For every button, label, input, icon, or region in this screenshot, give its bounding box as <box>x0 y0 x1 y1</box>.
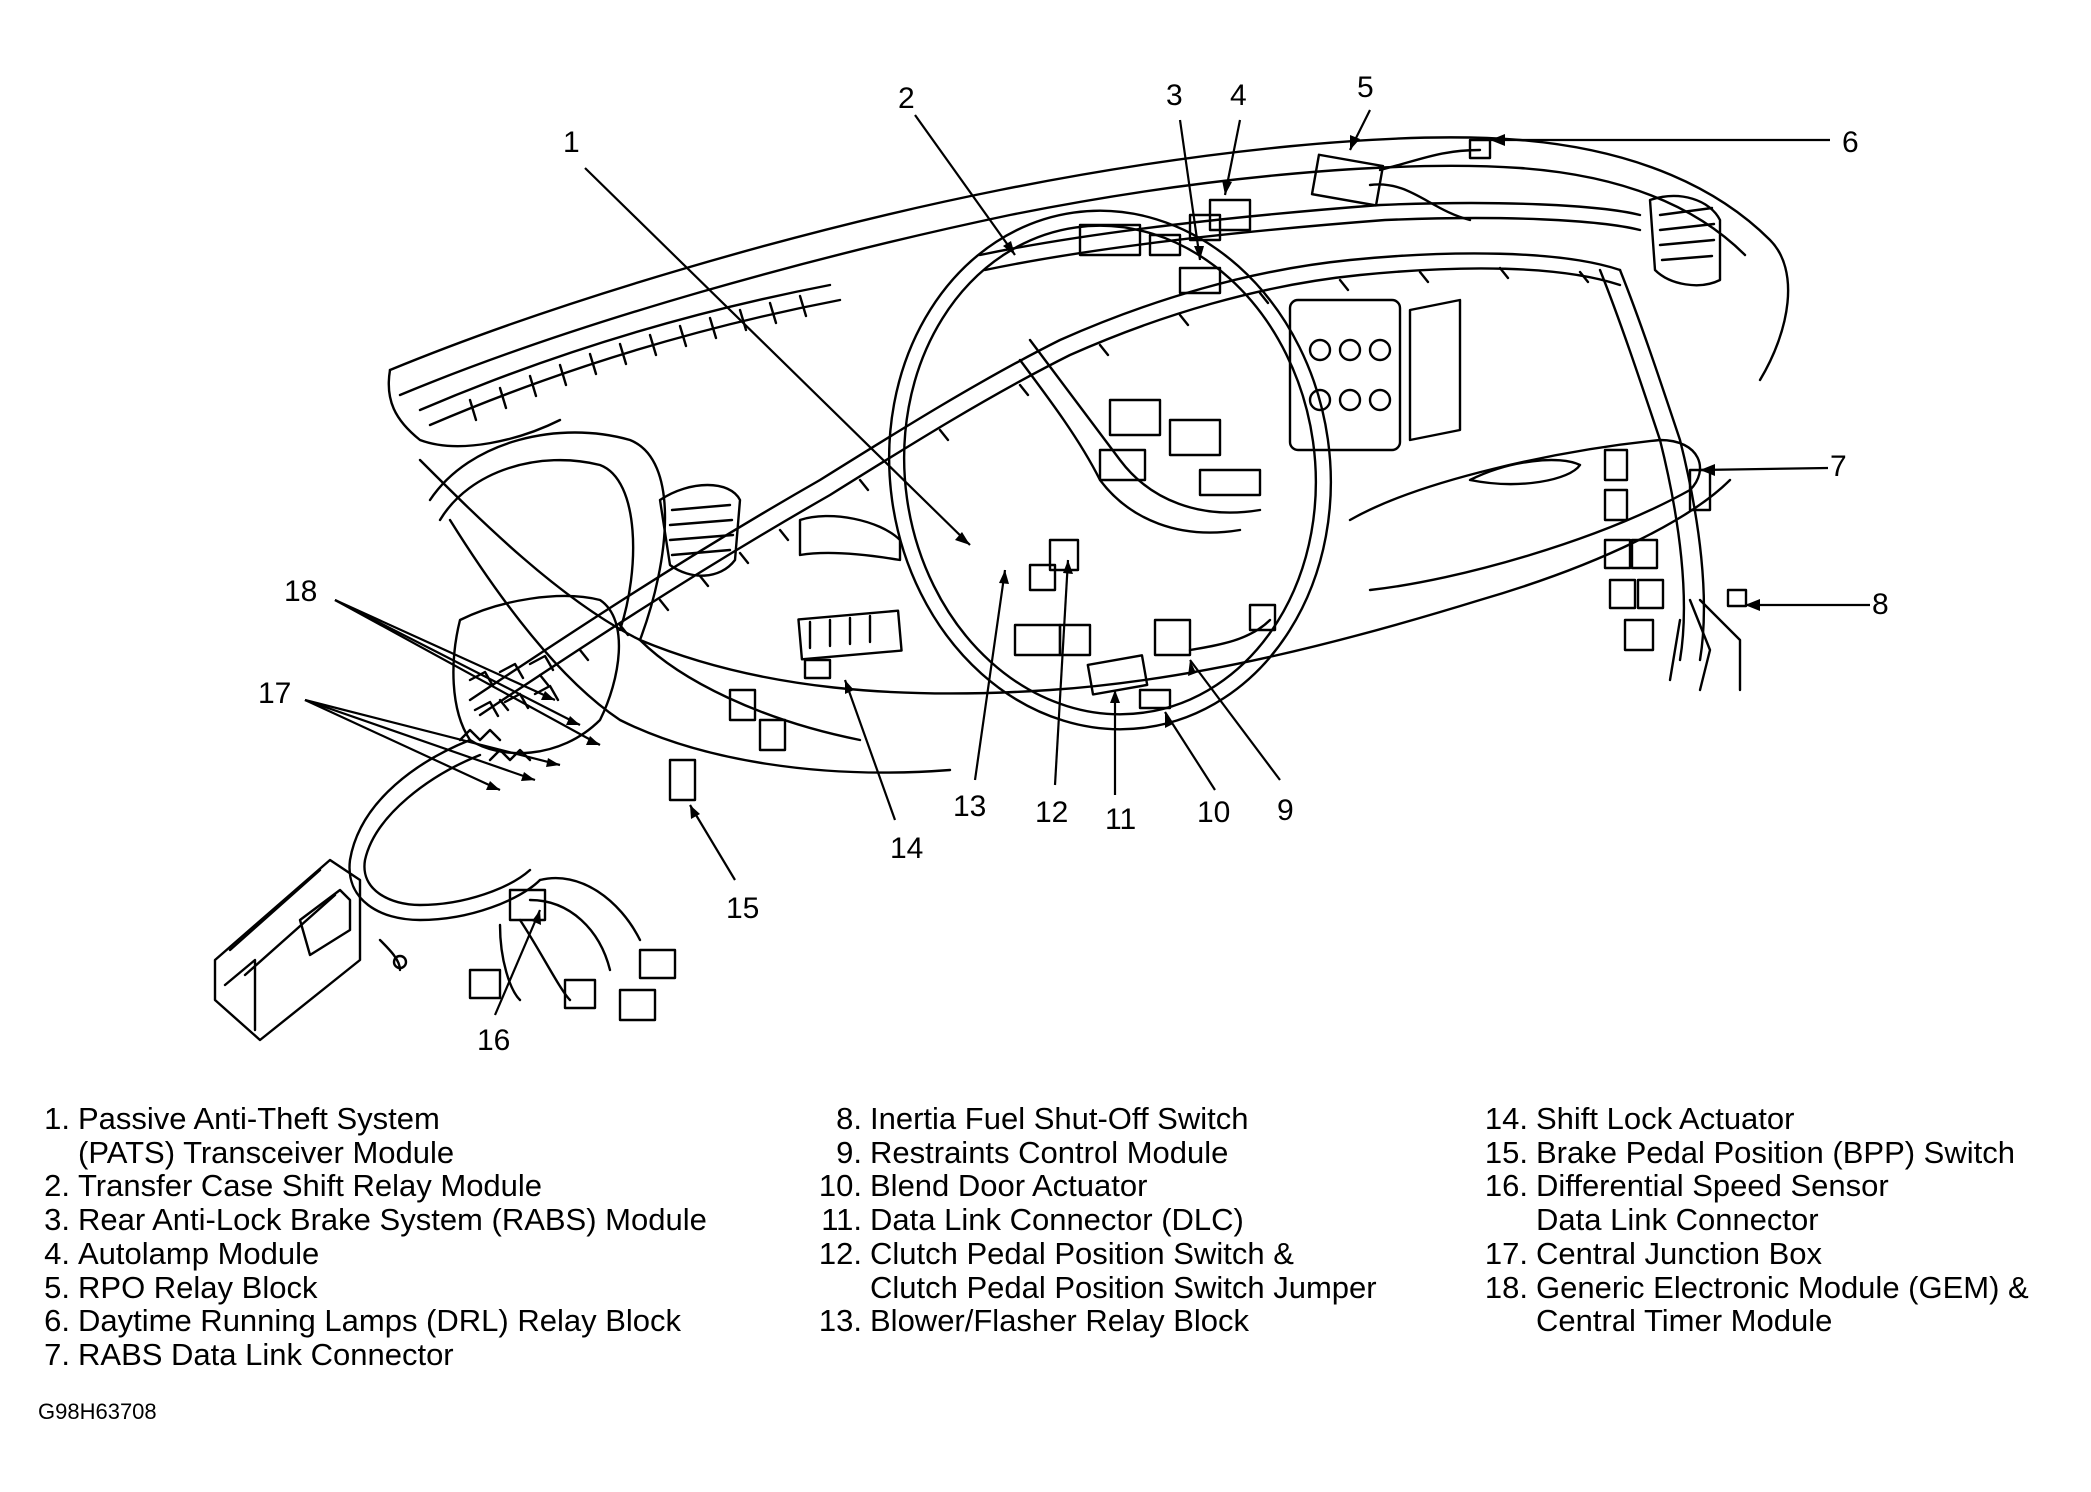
callout-1: 1 <box>563 126 580 159</box>
callout-16: 16 <box>477 1024 510 1057</box>
bpp-switch <box>668 758 697 802</box>
legend-item-1: 1. Passive Anti-Theft System (PATS) Tran… <box>44 1101 455 1170</box>
callout-5: 5 <box>1357 71 1374 104</box>
callout-8: 8 <box>1872 588 1889 621</box>
leader-18c <box>334 599 601 746</box>
legend-item-7: 7. RABS Data Link Connector <box>44 1336 454 1372</box>
callout-13: 13 <box>953 790 986 823</box>
legend-item-18: 18. Generic Electronic Module (GEM) & Ce… <box>1484 1269 2029 1339</box>
callout-6: 6 <box>1842 126 1859 159</box>
callout-18: 18 <box>284 575 317 608</box>
callout-numbers: 1 2 3 4 5 6 7 8 9 10 11 12 13 14 15 16 1… <box>258 71 1889 1057</box>
callout-12: 12 <box>1035 796 1068 829</box>
leader-1 <box>584 167 971 546</box>
rpo-relay-block <box>1310 153 1385 207</box>
restraints-control-module <box>1153 618 1192 657</box>
legend-column-3: 14. Shift Lock Actuator 15. Brake Pedal … <box>1474 1102 2029 1338</box>
leader-3 <box>1178 119 1202 261</box>
legend-item-14: 14. Shift Lock Actuator <box>1484 1101 1795 1136</box>
leader-14 <box>843 679 897 821</box>
legend-item-3: 3. Rear Anti-Lock Brake System (RABS) Mo… <box>44 1202 707 1238</box>
callout-9: 9 <box>1277 794 1294 827</box>
leader-10 <box>1164 711 1216 791</box>
left-air-vent <box>658 483 742 577</box>
differential-speed-sensor-connector <box>508 888 547 922</box>
leader-15 <box>689 804 736 881</box>
leader-13 <box>973 569 1007 781</box>
legend-item-5: 5. RPO Relay Block <box>44 1269 318 1305</box>
main-wiring-harness <box>468 252 1622 702</box>
legend-item-8: 8. Inertia Fuel Shut-Off Switch <box>836 1101 1249 1136</box>
dashboard-top-edge-inner <box>398 164 1747 397</box>
legend-item-12: 12. Clutch Pedal Position Switch & Clutc… <box>818 1235 1377 1305</box>
callout-17: 17 <box>258 677 291 710</box>
lower-left-harness <box>348 738 542 922</box>
callout-leader-lines <box>304 109 1870 1016</box>
callout-3: 3 <box>1166 79 1183 112</box>
leader-18b <box>334 599 581 726</box>
leader-16 <box>493 909 542 1016</box>
leader-17a <box>304 699 501 791</box>
legend-item-4: 4. Autolamp Module <box>44 1235 320 1271</box>
steering-wheel <box>887 209 1333 731</box>
callout-4: 4 <box>1230 79 1247 112</box>
legend-column-2: 8. Inertia Fuel Shut-Off Switch 9. Restr… <box>808 1102 1377 1338</box>
dashboard-wiring-illustration: 1 2 3 4 5 6 7 8 9 10 11 12 13 14 15 16 1… <box>213 71 1889 1057</box>
shift-lock-actuator-bracket <box>797 609 903 661</box>
instrument-cluster-bezel <box>428 431 667 642</box>
steering-column <box>798 514 902 562</box>
rabs-module <box>1178 266 1222 295</box>
data-link-connector <box>1086 654 1149 696</box>
leader-9 <box>1189 659 1281 781</box>
callout-10: 10 <box>1197 796 1230 829</box>
callout-11: 11 <box>1105 803 1136 836</box>
leader-17b <box>304 698 536 782</box>
callout-arrowheads <box>486 134 1760 925</box>
right-air-vent <box>1648 194 1722 287</box>
legend-item-6: 6. Daytime Running Lamps (DRL) Relay Blo… <box>44 1303 682 1339</box>
right-side-harness <box>1598 268 1686 662</box>
callout-15: 15 <box>726 892 759 925</box>
leader-2 <box>914 114 1016 256</box>
legend-item-17: 17. Central Junction Box <box>1484 1235 1823 1271</box>
leader-12 <box>1053 559 1070 786</box>
central-junction-box <box>213 858 362 1042</box>
legend-item-2: 2. Transfer Case Shift Relay Module <box>44 1168 543 1204</box>
callout-2: 2 <box>898 82 915 115</box>
leader-7 <box>1699 466 1829 472</box>
figure-code: G98H63708 <box>38 1399 157 1424</box>
legend-item-9: 9. Restraints Control Module <box>836 1134 1229 1170</box>
callout-7: 7 <box>1830 450 1847 483</box>
callout-14: 14 <box>890 832 923 865</box>
legend-item-13: 13. Blower/Flasher Relay Block <box>818 1303 1250 1339</box>
glove-box <box>1348 438 1702 592</box>
legend-item-15: 15. Brake Pedal Position (BPP) Switch <box>1484 1134 2015 1170</box>
leader-18a <box>334 598 556 702</box>
leader-17c <box>304 698 561 767</box>
legend-item-10: 10. Blend Door Actuator <box>818 1168 1148 1204</box>
legend-column-1: 1. Passive Anti-Theft System (PATS) Tran… <box>34 1102 707 1372</box>
blend-door-actuator <box>1138 688 1172 710</box>
center-console-stack <box>1288 298 1462 452</box>
legend-item-16: 16. Differential Speed Sensor Data Link … <box>1484 1168 1889 1238</box>
dashboard-lower-edge <box>418 458 1732 695</box>
legend-item-11: 11. Data Link Connector (DLC) <box>821 1202 1244 1238</box>
